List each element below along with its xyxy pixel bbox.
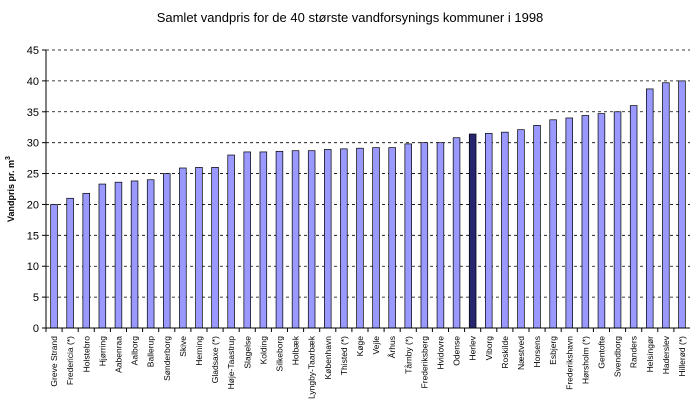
x-category-label: Greve Strand bbox=[49, 336, 59, 387]
bar bbox=[227, 154, 235, 329]
y-axis-label: Vandpris pr. m3 bbox=[5, 156, 16, 222]
bar bbox=[50, 204, 58, 329]
bars bbox=[50, 80, 686, 329]
x-category-label: København bbox=[323, 336, 333, 380]
bar bbox=[436, 142, 445, 329]
x-category-label: Horsens bbox=[532, 336, 542, 368]
bar bbox=[485, 133, 493, 329]
bar bbox=[468, 133, 477, 329]
x-category-label: Herlev bbox=[468, 335, 478, 360]
bar bbox=[98, 183, 107, 329]
bar bbox=[275, 150, 284, 329]
y-tick-label: 35 bbox=[27, 107, 39, 119]
x-category-label: Roskilde bbox=[500, 336, 510, 369]
x-category-label: Høje-Taastrup bbox=[226, 336, 236, 390]
x-category-label: Slagelse bbox=[242, 336, 252, 369]
x-category-label: Køge bbox=[355, 336, 365, 357]
bar bbox=[163, 173, 171, 329]
bar bbox=[356, 147, 364, 329]
x-category-label: Svendborg bbox=[613, 336, 623, 377]
bar bbox=[678, 80, 686, 329]
bar bbox=[372, 147, 380, 329]
x-category-label: Fredericia (*) bbox=[65, 336, 75, 385]
bar bbox=[66, 197, 74, 329]
bar bbox=[195, 167, 203, 329]
x-category-label: Gentofte bbox=[596, 336, 606, 369]
y-tick-label: 5 bbox=[33, 292, 39, 304]
chart-title: Samlet vandpris for de 40 største vandfo… bbox=[156, 10, 544, 25]
x-category-label: Esbjerg bbox=[548, 336, 558, 365]
y-tick-label: 0 bbox=[33, 323, 39, 335]
bar bbox=[452, 137, 461, 329]
x-category-label: Helsingør bbox=[645, 336, 655, 373]
x-category-label: Herning bbox=[194, 336, 204, 366]
x-category-label: Silkeborg bbox=[274, 336, 284, 372]
bar bbox=[646, 88, 654, 329]
bar bbox=[404, 143, 412, 329]
bar bbox=[307, 150, 316, 329]
x-category-label: Randers bbox=[629, 336, 639, 368]
bar bbox=[179, 167, 187, 329]
x-category-label: Thisted (*) bbox=[339, 336, 349, 375]
bar bbox=[146, 179, 155, 329]
bar bbox=[324, 149, 332, 329]
x-category-label: Haderslev bbox=[661, 335, 671, 374]
bar bbox=[501, 131, 509, 329]
bar bbox=[613, 111, 622, 329]
x-category-label: Sønderborg bbox=[162, 336, 172, 381]
bar bbox=[388, 147, 396, 329]
bar bbox=[130, 180, 139, 329]
y-tick-label: 45 bbox=[27, 45, 39, 57]
x-category-label: Frederiksberg bbox=[419, 336, 429, 389]
bar bbox=[662, 82, 670, 329]
grid-lines bbox=[46, 49, 690, 298]
y-tick-label: 30 bbox=[27, 138, 39, 150]
x-category-label: Århus bbox=[387, 336, 397, 358]
x-category-label: Næstved bbox=[516, 336, 526, 370]
x-category-label: Odense bbox=[452, 336, 462, 366]
x-category-label: Holstebro bbox=[81, 336, 91, 373]
x-category-label: Hillerød (*) bbox=[677, 336, 687, 377]
x-category-label: Viborg bbox=[484, 336, 494, 361]
y-tick-label: 15 bbox=[27, 230, 39, 242]
x-category-label: Gladsaxe (*) bbox=[210, 336, 220, 383]
bar bbox=[629, 105, 638, 329]
x-category-label: Tårnby (*) bbox=[403, 336, 413, 374]
x-category-label: Aabenraa bbox=[113, 336, 123, 373]
x-category-label: Holbæk bbox=[291, 335, 301, 365]
x-category-label: Hørsholm (*) bbox=[580, 336, 590, 384]
bar bbox=[581, 115, 590, 329]
bar bbox=[549, 119, 557, 329]
y-tick-label: 25 bbox=[27, 169, 39, 181]
bar bbox=[114, 181, 123, 329]
bar bbox=[211, 167, 219, 329]
x-category-label: Ballerup bbox=[146, 336, 156, 367]
bar bbox=[517, 129, 525, 329]
bar bbox=[420, 142, 429, 329]
bar bbox=[259, 151, 268, 329]
y-tick-labels: 0 5 10 15 20 25 30 35 40 45 bbox=[27, 45, 46, 335]
x-category-label: Skive bbox=[178, 336, 188, 357]
x-category-label: Lyngby-Taarbæk bbox=[307, 335, 317, 399]
bar bbox=[243, 151, 251, 329]
bar bbox=[340, 148, 348, 329]
y-tick-label: 40 bbox=[27, 76, 39, 88]
x-category-label: Frederikshavn bbox=[564, 336, 574, 390]
bar bbox=[82, 192, 90, 329]
x-category-label: Hvidovre bbox=[435, 336, 445, 370]
bar bbox=[533, 125, 541, 329]
x-category-label: Aalborg bbox=[130, 336, 140, 366]
axes bbox=[45, 50, 690, 329]
x-category-label: Vejle bbox=[371, 336, 381, 355]
bar bbox=[565, 117, 573, 329]
x-category-labels: Greve Strand Fredericia (*) Holstebro Hjørr… bbox=[45, 328, 687, 399]
y-tick-label: 10 bbox=[27, 261, 39, 273]
x-category-label: Hjørring bbox=[97, 336, 107, 366]
bar bbox=[291, 150, 300, 329]
bar bbox=[597, 113, 606, 329]
x-category-label: Kolding bbox=[258, 336, 268, 365]
y-tick-label: 20 bbox=[27, 199, 39, 211]
